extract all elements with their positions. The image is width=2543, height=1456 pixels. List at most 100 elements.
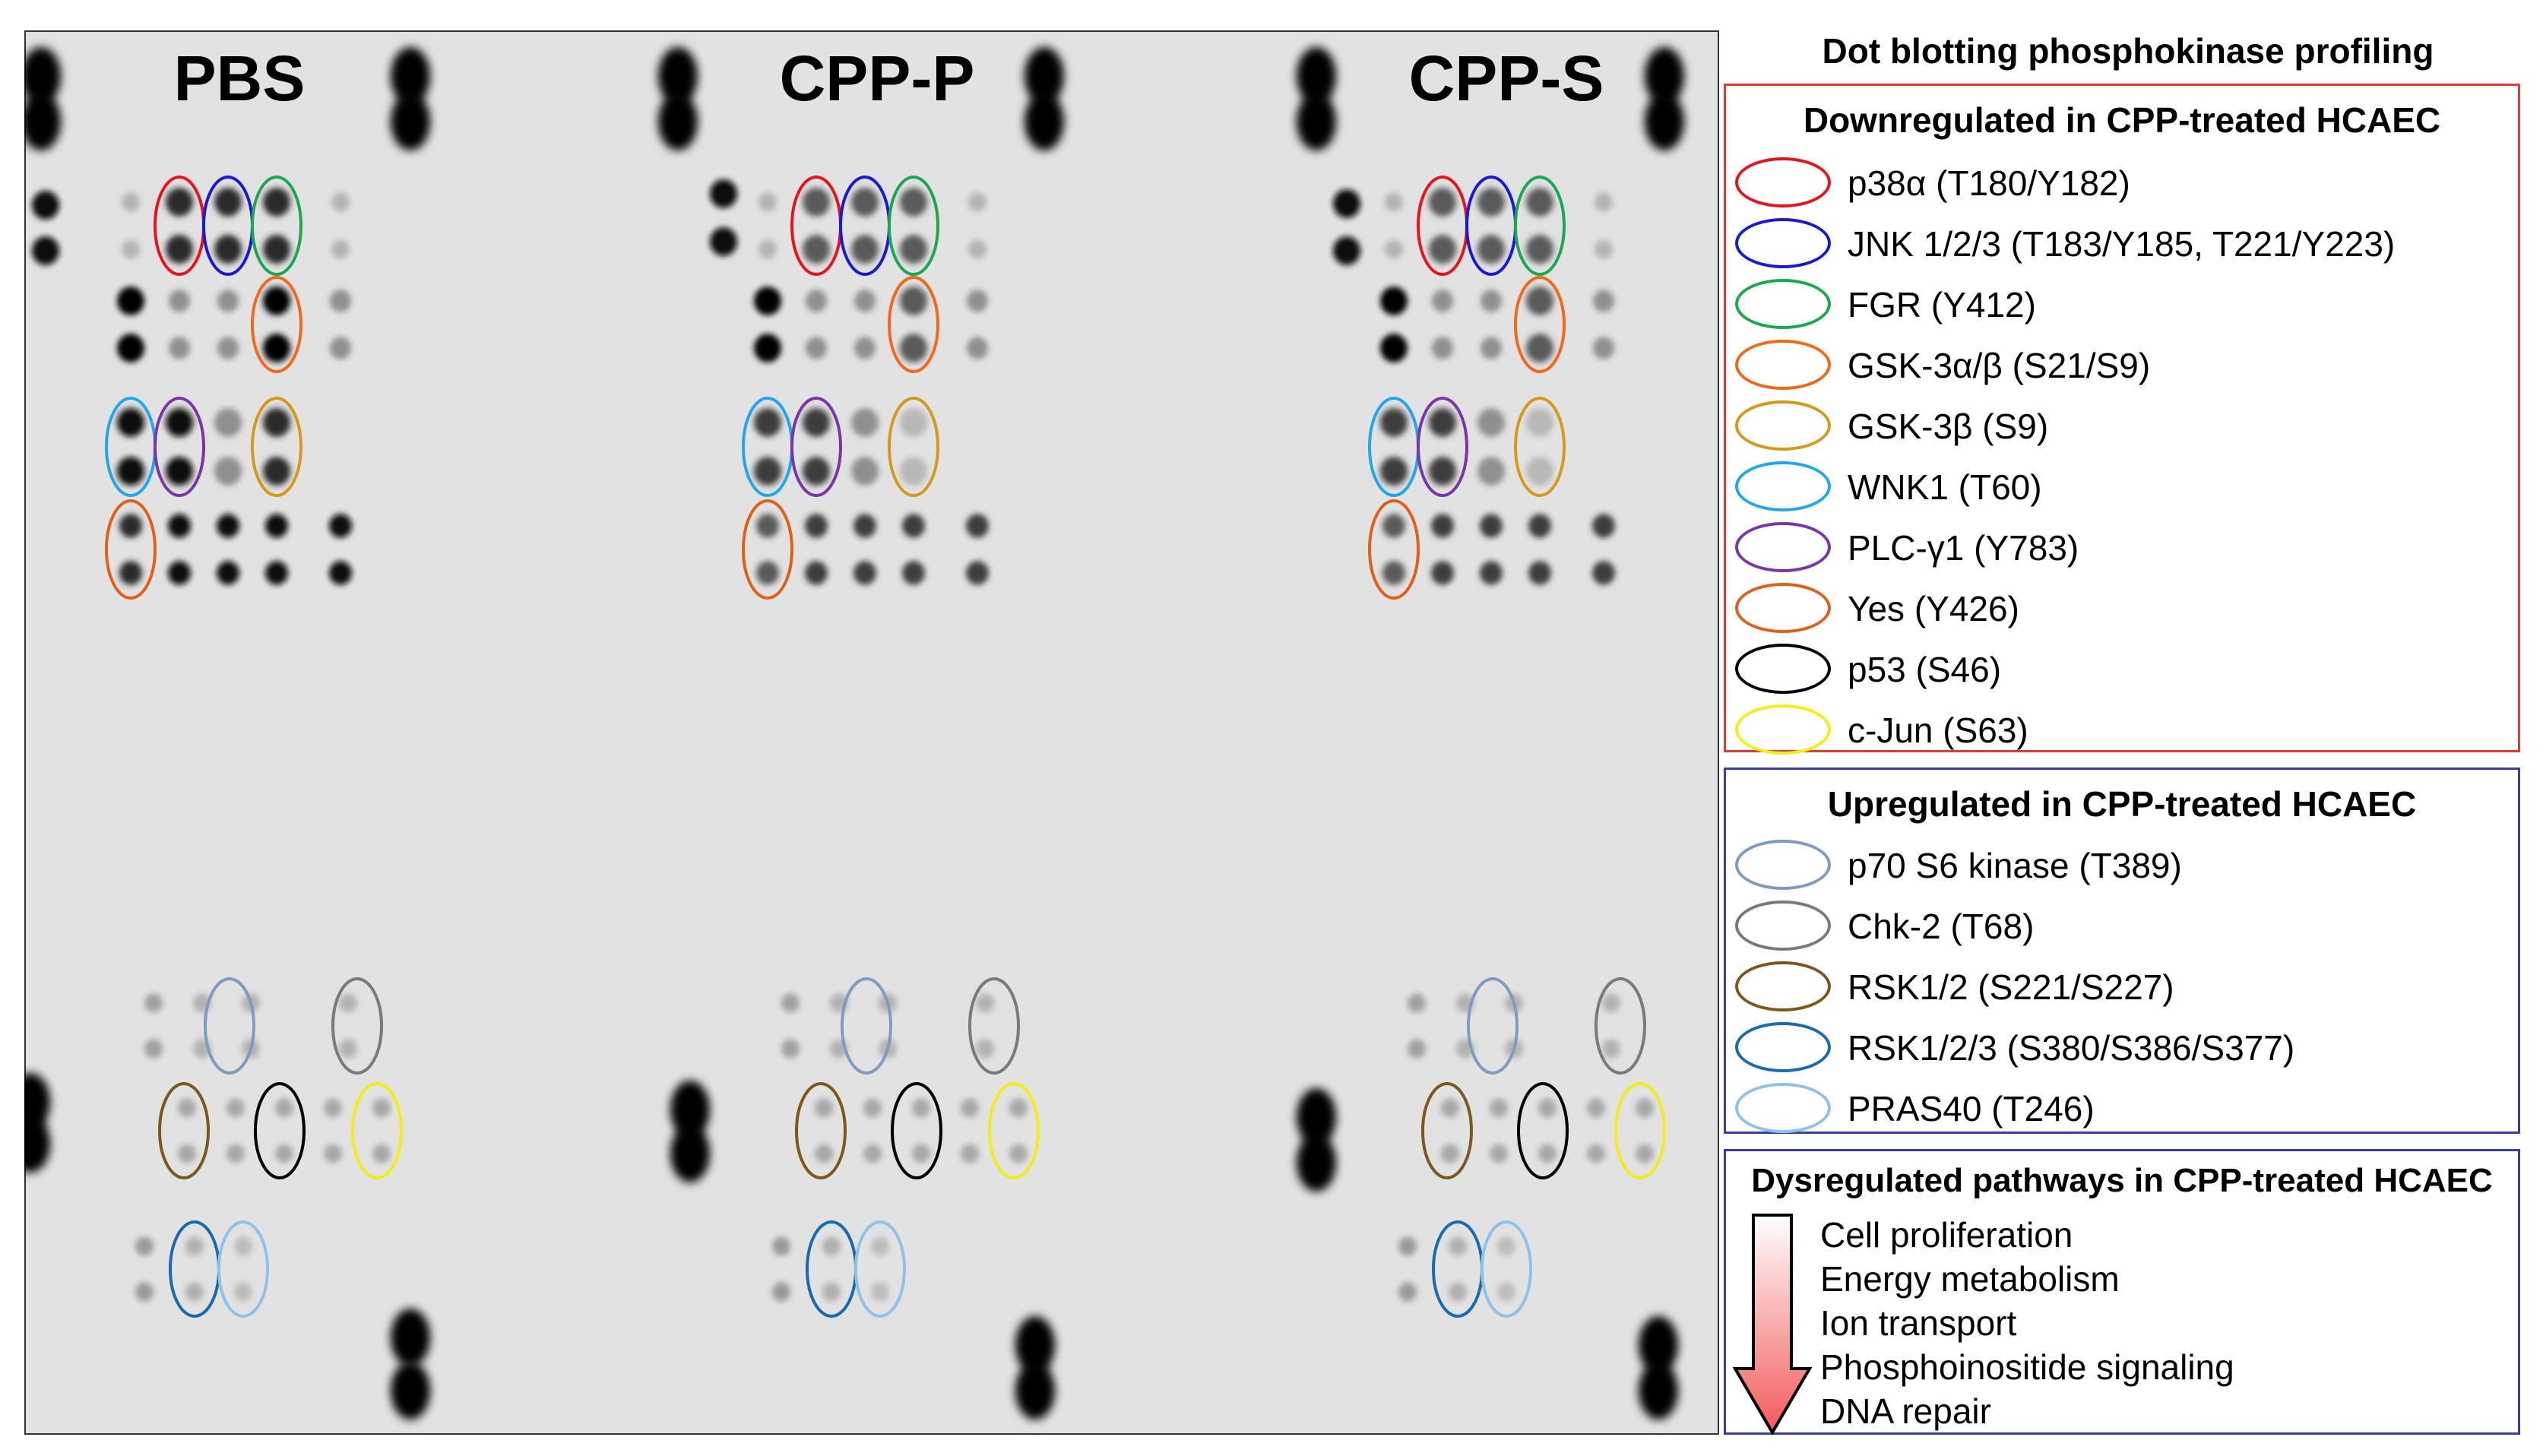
blot-dot: [1481, 290, 1502, 312]
blot-dot: [1480, 561, 1503, 585]
highlight-ellipse: [854, 1220, 906, 1318]
blot-dot: [1528, 561, 1551, 585]
blot-dot: [967, 290, 988, 312]
blot-dot: [168, 514, 191, 538]
upregulated-box: Upregulated in CPP-treated HCAEC p70 S6 …: [1724, 768, 2520, 1134]
blot-dot: [912, 1098, 930, 1118]
blot-dot: [758, 192, 777, 212]
legend-label: GSK-3α/β (S21/S9): [1848, 346, 2151, 385]
highlight-ellipse: [841, 977, 892, 1075]
blot-dot: [214, 408, 242, 437]
reference-spot: [391, 47, 430, 105]
legend-label: PRAS40 (T246): [1848, 1089, 2095, 1128]
blot-dot: [961, 1098, 979, 1118]
legend-label: p70 S6 kinase (T389): [1848, 846, 2182, 885]
blot-dot: [1490, 1098, 1508, 1118]
highlight-ellipse: [217, 1220, 269, 1318]
reference-spot: [670, 1081, 710, 1138]
downregulated-box: Downregulated in CPP-treated HCAEC p38α …: [1724, 84, 2520, 755]
reference-spot: [24, 47, 61, 105]
pathway-item: Phosphoinositide signaling: [1820, 1347, 2234, 1387]
blot-dot: [1380, 408, 1408, 437]
highlight-ellipse: [888, 176, 939, 276]
panel-label-cpp-s: CPP-S: [1409, 43, 1604, 114]
reference-spot: [1015, 1362, 1055, 1420]
blot-dot: [803, 235, 830, 264]
blot-dot: [806, 337, 827, 359]
blot-dot: [234, 1236, 252, 1256]
reference-spot: [1015, 1316, 1055, 1374]
reference-spot: [1297, 93, 1336, 150]
highlight-ellipse: [1421, 1082, 1473, 1179]
blot-dot: [1477, 457, 1505, 486]
blot-dot: [226, 1098, 245, 1118]
blot-dot: [1602, 993, 1620, 1013]
reference-spot: [1639, 1316, 1678, 1374]
blot-dot: [275, 1098, 293, 1118]
pathway-item: Ion transport: [1820, 1303, 2017, 1343]
blot-dot: [1477, 408, 1505, 437]
blot-dot: [854, 290, 876, 312]
blot-dot: [1595, 192, 1613, 212]
pathway-item: DNA repair: [1820, 1391, 1991, 1431]
highlight-ellipse: [331, 977, 383, 1075]
blot-dot: [803, 188, 830, 217]
reference-spot: [658, 93, 698, 150]
blot-dot: [178, 1144, 196, 1163]
reference-dot: [1333, 236, 1360, 265]
blot-dot: [968, 192, 986, 212]
blot-dot: [372, 1098, 391, 1118]
highlight-ellipse: [1514, 397, 1566, 497]
blot-dot: [1431, 514, 1454, 538]
blot-dot: [863, 1098, 882, 1118]
blot-dot: [1408, 1039, 1426, 1059]
blot-dot: [1009, 1098, 1028, 1118]
blot-dot: [805, 561, 828, 585]
membrane-background: [24, 30, 1719, 1435]
highlight-ellipse: [204, 977, 255, 1075]
blot-dot: [1432, 290, 1453, 312]
blot-dot: [339, 1039, 357, 1059]
legend-label: p38α (T180/Y182): [1848, 163, 2130, 203]
blot-dot: [772, 1236, 790, 1256]
blot-dot: [166, 408, 193, 437]
blot-dot: [912, 1144, 930, 1163]
highlight-ellipse: [254, 1082, 306, 1179]
blot-dot: [900, 457, 927, 486]
blot-dot: [1593, 337, 1614, 359]
blot-dot: [169, 337, 190, 359]
reference-dot: [710, 227, 737, 256]
blot-dot: [803, 408, 830, 437]
blot-dot: [330, 337, 351, 359]
blot-dot: [265, 514, 288, 538]
blot-dot: [1481, 337, 1502, 359]
blot-dot: [1538, 1098, 1557, 1118]
blot-dot: [263, 286, 290, 315]
pathways-box: Dysregulated pathways in CPP-treated HCA…: [1724, 1149, 2520, 1435]
blot-dot: [815, 1098, 833, 1118]
blot-dot: [1431, 561, 1454, 585]
blot-dot: [772, 1282, 790, 1302]
blot-dot: [1636, 1144, 1654, 1163]
legend-label: WNK1 (T60): [1848, 467, 2042, 507]
highlight-ellipse: [1514, 176, 1566, 276]
blot-dot: [1528, 514, 1551, 538]
blot-dot: [1429, 235, 1456, 264]
blot-dot: [214, 457, 242, 486]
blot-dot: [1602, 1039, 1620, 1059]
legend-ellipse-icon: [1735, 340, 1831, 390]
dots-layer: [24, 47, 1684, 1420]
down-arrow-icon: [1732, 1214, 1813, 1435]
blot-dot: [263, 334, 290, 362]
legend-label: PLC-γ1 (Y783): [1848, 528, 2079, 568]
blot-dot: [1497, 1282, 1515, 1302]
legend-label: c-Jun (S63): [1848, 711, 2028, 750]
reference-spot: [658, 47, 698, 105]
blot-dot: [976, 993, 994, 1013]
blot-dot: [1408, 993, 1426, 1013]
highlight-ellipse: [1514, 276, 1566, 373]
highlight-ellipse: [888, 397, 939, 497]
blot-dot: [1477, 235, 1505, 264]
blot-dot: [1526, 408, 1553, 437]
blot-dot: [117, 334, 144, 362]
